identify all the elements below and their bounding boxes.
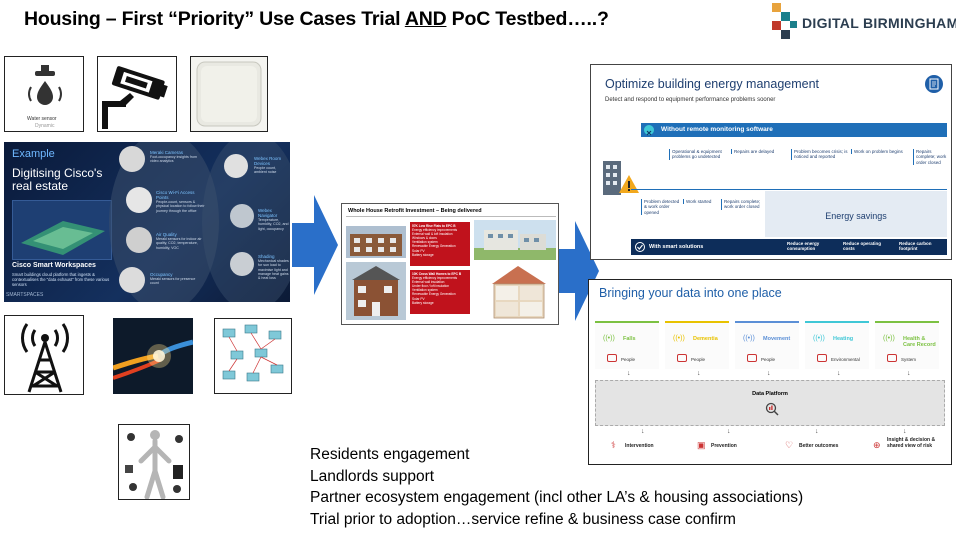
air-quality-sensor-icon xyxy=(126,227,152,253)
bullet-item: Trial prior to adoption…service refine &… xyxy=(310,510,736,528)
bullet-item: Landlords support xyxy=(310,467,435,485)
body-wearables-icon xyxy=(125,430,183,499)
outcome-icon: ⚕ xyxy=(611,440,616,450)
feature-meraki-cameras: Meraki Cameras Foot-occupancy insights f… xyxy=(150,150,197,164)
logo-mark-icon xyxy=(772,3,797,39)
energy-savings-block: Energy savings xyxy=(765,191,947,237)
check-icon xyxy=(635,242,645,252)
feature-air-quality: Air Quality Meraki sensors for indoor ai… xyxy=(156,232,202,250)
down-arrow-icon: ↓ xyxy=(641,428,645,435)
cell-tower-icon xyxy=(20,323,70,393)
page-title: Housing – First “Priority” Use Cases Tri… xyxy=(24,8,609,30)
category-icon xyxy=(607,354,617,362)
wearables-tile xyxy=(118,424,190,500)
sensor-wave-icon: ((•)) xyxy=(813,335,825,342)
arrow-right-2-icon xyxy=(553,221,599,321)
sensor-box-icon xyxy=(196,61,262,127)
retrofit-box-2: 10K Cross Wall Homes to EPC B Energy eff… xyxy=(410,270,470,314)
sensor-wave-icon: ((•)) xyxy=(743,335,755,342)
cisco-smart-workspaces-panel: Example Digitising Cisco's real estate C… xyxy=(4,142,290,302)
feature-occupancy: Occupancy Meraki sensors for presence co… xyxy=(150,272,196,286)
down-arrow-icon: ↓ xyxy=(907,370,911,377)
bullet-item: Residents engagement xyxy=(310,446,470,463)
bullet-item: Partner ecosystem engagement (incl other… xyxy=(310,489,804,506)
access-point-icon xyxy=(126,187,152,213)
down-arrow-icon: ↓ xyxy=(727,428,731,435)
occupancy-sensor-icon xyxy=(119,267,145,293)
outcome-label: Better outcomes xyxy=(799,443,839,449)
feature-webex-room: Webex Room Devices People count, ambient… xyxy=(254,156,282,175)
network-devices-icon xyxy=(222,324,284,382)
outcome-icon: ⊕ xyxy=(873,440,881,450)
outcome-label: Insight & decision & shared view of risk xyxy=(887,437,936,449)
building-warning-icon xyxy=(603,161,639,195)
digital-birmingham-logo: DIGITAL BIRMINGHAM xyxy=(770,3,956,43)
outcome-icon: ▣ xyxy=(697,440,706,450)
down-arrow-icon: ↓ xyxy=(815,428,819,435)
house-photo xyxy=(346,262,406,320)
logo-text: DIGITAL BIRMINGHAM xyxy=(802,15,956,31)
outcome-label: Prevention xyxy=(711,443,737,449)
category-icon xyxy=(817,354,827,362)
data-platform-block: Data Platform xyxy=(595,380,945,426)
shading-icon xyxy=(230,252,254,276)
retrofit-box-1: 57K Low Rise Flats to EPC B Energy effic… xyxy=(410,222,470,266)
sensor-wave-icon: ((•)) xyxy=(883,335,895,342)
down-arrow-icon: ↓ xyxy=(903,428,907,435)
down-arrow-icon: ↓ xyxy=(767,370,771,377)
down-arrow-icon: ↓ xyxy=(837,370,841,377)
data-platform-panel: Bringing your data into one place ((•))F… xyxy=(588,279,952,465)
magnifier-icon xyxy=(765,402,779,416)
feature-shading: Shading Mechanical shades for sun load t… xyxy=(258,254,289,281)
cctv-camera-icon xyxy=(98,57,176,131)
water-sensor-icon xyxy=(28,65,62,105)
without-monitoring-bar: Without remote monitoring software xyxy=(641,123,947,137)
outcome-icon: ♡ xyxy=(785,440,794,450)
floorplan-image xyxy=(12,200,112,260)
fibre-cable-icon xyxy=(113,339,193,380)
outcome-label: Intervention xyxy=(625,443,654,449)
retrofit-panel: Whole House Retrofit Investment – Being … xyxy=(341,203,559,325)
energy-management-panel: Optimize building energy management Dete… xyxy=(590,64,952,260)
sensor-wave-icon: ((•)) xyxy=(603,335,615,342)
house-cutaway-render xyxy=(482,262,556,322)
feature-webex-navigator: Webex Navigator Temperature, humidity, C… xyxy=(258,208,289,231)
webex-room-device-icon xyxy=(224,154,248,178)
arrow-right-1-icon xyxy=(292,195,338,295)
cell-tower-tile xyxy=(4,315,84,395)
category-icon xyxy=(887,354,897,362)
down-arrow-icon: ↓ xyxy=(697,370,701,377)
with-smart-solutions-bar: With smart solutions Reduce energy consu… xyxy=(631,239,947,255)
feature-wifi-access-points: Cisco Wi-Fi Access Points People-count, … xyxy=(156,190,205,213)
webex-navigator-icon xyxy=(230,204,254,228)
network-devices-tile xyxy=(214,318,292,394)
report-icon xyxy=(925,75,943,93)
down-arrow-icon: ↓ xyxy=(627,370,631,377)
water-sensor-tile: Water sensor Dynamic xyxy=(4,56,84,132)
cctv-camera-tile xyxy=(97,56,177,132)
sensor-device-tile xyxy=(190,56,268,132)
flats-render-photo xyxy=(474,220,556,260)
key-points-list: Residents engagement Landlords support P… xyxy=(310,444,803,530)
category-icon xyxy=(747,354,757,362)
flats-photo xyxy=(346,226,406,258)
sensor-wave-icon: ((•)) xyxy=(673,335,685,342)
cross-icon xyxy=(644,125,654,136)
fibre-optic-tile xyxy=(113,318,193,394)
floorplan-graphic xyxy=(21,221,105,255)
camera-device-icon xyxy=(119,146,145,172)
category-icon xyxy=(677,354,687,362)
